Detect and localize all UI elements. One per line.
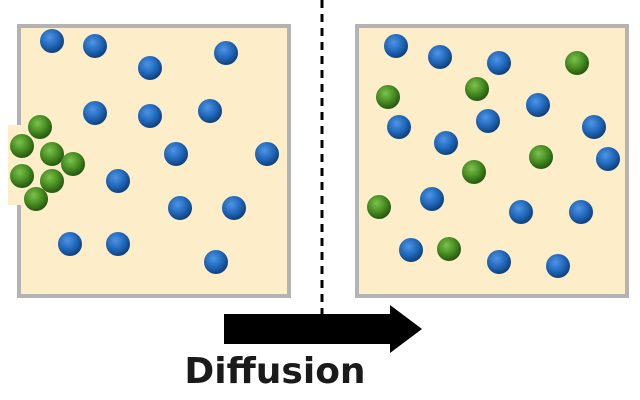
- solvent-particle: [204, 250, 228, 274]
- solvent-particle: [420, 187, 444, 211]
- solute-particle: [28, 115, 52, 139]
- arrow-head: [390, 305, 422, 353]
- solvent-particle: [222, 196, 246, 220]
- solvent-particle: [384, 34, 408, 58]
- solute-particle: [529, 145, 553, 169]
- solvent-particle: [582, 115, 606, 139]
- solvent-particle: [138, 56, 162, 80]
- solvent-particle: [164, 142, 188, 166]
- solvent-particle: [138, 104, 162, 128]
- solute-particle: [376, 85, 400, 109]
- solute-particle: [465, 77, 489, 101]
- solvent-particle: [434, 131, 458, 155]
- solute-particle: [24, 187, 48, 211]
- solute-particle: [10, 134, 34, 158]
- after-panel: [355, 24, 629, 298]
- solvent-particle: [106, 232, 130, 256]
- solute-particle: [462, 160, 486, 184]
- solvent-particle: [399, 238, 423, 262]
- solvent-particle: [198, 99, 222, 123]
- solvent-particle: [428, 45, 452, 69]
- solvent-particle: [487, 250, 511, 274]
- solvent-particle: [546, 254, 570, 278]
- solvent-particle: [487, 51, 511, 75]
- solute-particle: [565, 51, 589, 75]
- solvent-particle: [255, 142, 279, 166]
- solvent-particle: [106, 169, 130, 193]
- solute-particle: [437, 237, 461, 261]
- arrow-shaft: [224, 314, 396, 344]
- solvent-particle: [387, 115, 411, 139]
- solvent-particle: [476, 109, 500, 133]
- solvent-particle: [40, 29, 64, 53]
- solvent-particle: [83, 101, 107, 125]
- solvent-particle: [509, 200, 533, 224]
- diffusion-arrow: [224, 305, 422, 353]
- diffusion-caption: Diffusion: [184, 351, 366, 392]
- solvent-particle: [214, 41, 238, 65]
- solvent-particle: [83, 34, 107, 58]
- solvent-particle: [569, 200, 593, 224]
- solute-particle: [40, 142, 64, 166]
- solute-particle: [61, 152, 85, 176]
- solvent-particle: [58, 232, 82, 256]
- solute-particle: [10, 164, 34, 188]
- solvent-particle: [168, 196, 192, 220]
- before-panel: [8, 24, 291, 298]
- solute-particle: [40, 169, 64, 193]
- solvent-particle: [596, 147, 620, 171]
- solvent-particle: [526, 93, 550, 117]
- solute-particle: [367, 195, 391, 219]
